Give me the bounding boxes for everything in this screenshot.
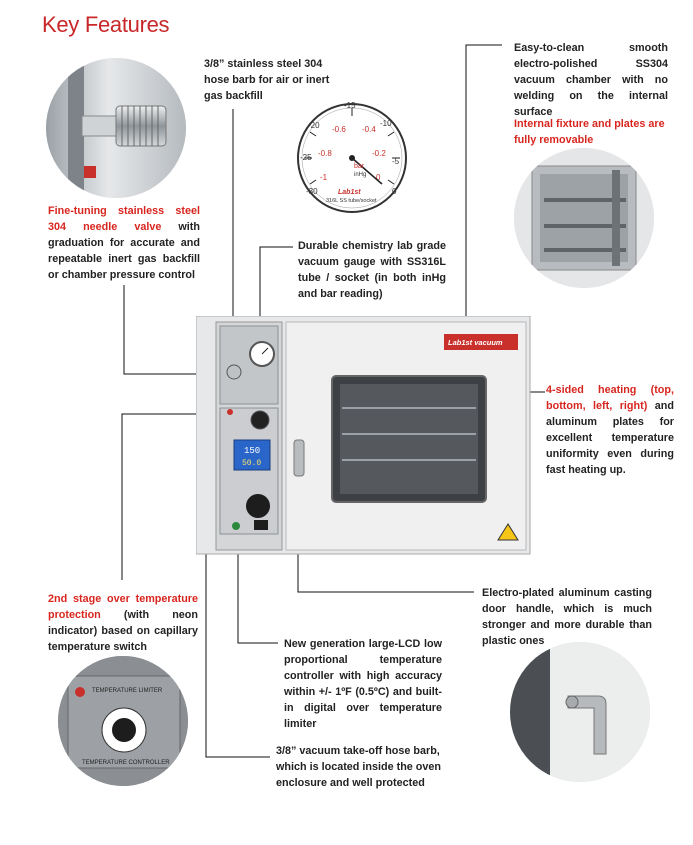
feature-controller-text: New generation large-LCD low proportiona… [284,638,442,730]
gauge-inner-tick-5: 0 [376,173,381,182]
feature-heating: 4-sided heating (top, bottom, left, righ… [546,382,674,478]
feature-chamber-highlight: Internal fixture and plates are fully re… [514,118,665,146]
feature-gauge: Durable chemistry lab grade vacuum gauge… [298,238,446,302]
needle-valve-photo [46,58,186,198]
feature-needle-valve-highlight: Fine-tuning stainless steel 304 needle v… [48,205,200,233]
gauge-outer-tick-0: -30 [306,187,318,196]
gauge-outer-tick-2: -20 [308,121,320,130]
feature-over-temp: 2nd stage over temperature protection (w… [48,591,198,655]
inset-limiter-label: TEMPERATURE LIMITER [92,688,163,694]
feature-over-temp-highlight: 2nd stage over temperature protection [48,593,198,621]
gauge-outer-tick-6: 0 [392,187,397,196]
feature-needle-valve-text: with graduation for accurate and repeata… [48,221,200,281]
chamber-photo [514,148,654,288]
feature-controller: New generation large-LCD low proportiona… [284,636,442,732]
feature-heating-text: and aluminum plates for excellent temper… [546,400,674,476]
lcd-readout-top: 150 [244,446,260,456]
feature-hose-barb: 3/8” stainless steel 304 hose barb for a… [204,56,338,104]
feature-chamber-removable: Internal fixture and plates are fully re… [514,116,674,148]
gauge-unit-bar: bar [354,163,365,170]
feature-handle: Electro-plated aluminum casting door han… [482,585,652,649]
gauge-unit-inhg: inHg [354,172,366,178]
gauge-brand: Lab1st [338,189,361,196]
gauge-outer-tick-4: -10 [380,119,392,128]
vacuum-oven: 150 50.0 Lab1st vacuum [195,315,532,556]
lcd-readout-bottom: 50.0 [242,459,261,468]
gauge-outer-tick-3: -15 [344,101,356,110]
gauge-inner-tick-2: -0.6 [332,125,346,134]
temperature-limiter-photo: TEMPERATURE LIMITER TEMPERATURE CONTROLL… [58,656,188,786]
inset-controller-label: TEMPERATURE CONTROLLER [82,760,170,766]
page-title: Key Features [42,12,170,37]
feature-takeoff-barb-text: 3/8” vacuum take-off hose barb, which is… [276,745,441,789]
gauge-spec: 316L SS tube/socket [326,198,377,204]
gauge-outer-tick-1: -25 [300,153,312,162]
feature-gauge-text: Durable chemistry lab grade vacuum gauge… [298,240,446,300]
gauge-inner-tick-4: -0.2 [372,149,386,158]
gauge-inner-tick-3: -0.4 [362,125,376,134]
feature-hose-barb-text: 3/8” stainless steel 304 hose barb for a… [204,58,330,102]
vacuum-gauge: -30 -25 -20 -15 -10 -5 0 -1 -0.8 -0.6 -0… [296,96,408,220]
oven-brand-strip: Lab1st vacuum [448,338,503,347]
feature-chamber: Easy-to-clean smooth electro-polished SS… [514,40,668,120]
door-handle-photo [510,642,650,782]
feature-heating-highlight: 4-sided heating (top, bottom, left, righ… [546,384,674,412]
gauge-outer-tick-5: -5 [392,157,400,166]
gauge-inner-tick-0: -1 [320,173,328,182]
feature-takeoff-barb: 3/8” vacuum take-off hose barb, which is… [276,743,456,791]
feature-over-temp-text: (with neon indicator) based on capillary… [48,609,198,653]
gauge-inner-tick-1: -0.8 [318,149,332,158]
feature-handle-text: Electro-plated aluminum casting door han… [482,587,652,647]
feature-chamber-text: Easy-to-clean smooth electro-polished SS… [514,42,668,118]
feature-needle-valve: Fine-tuning stainless steel 304 needle v… [48,203,200,283]
